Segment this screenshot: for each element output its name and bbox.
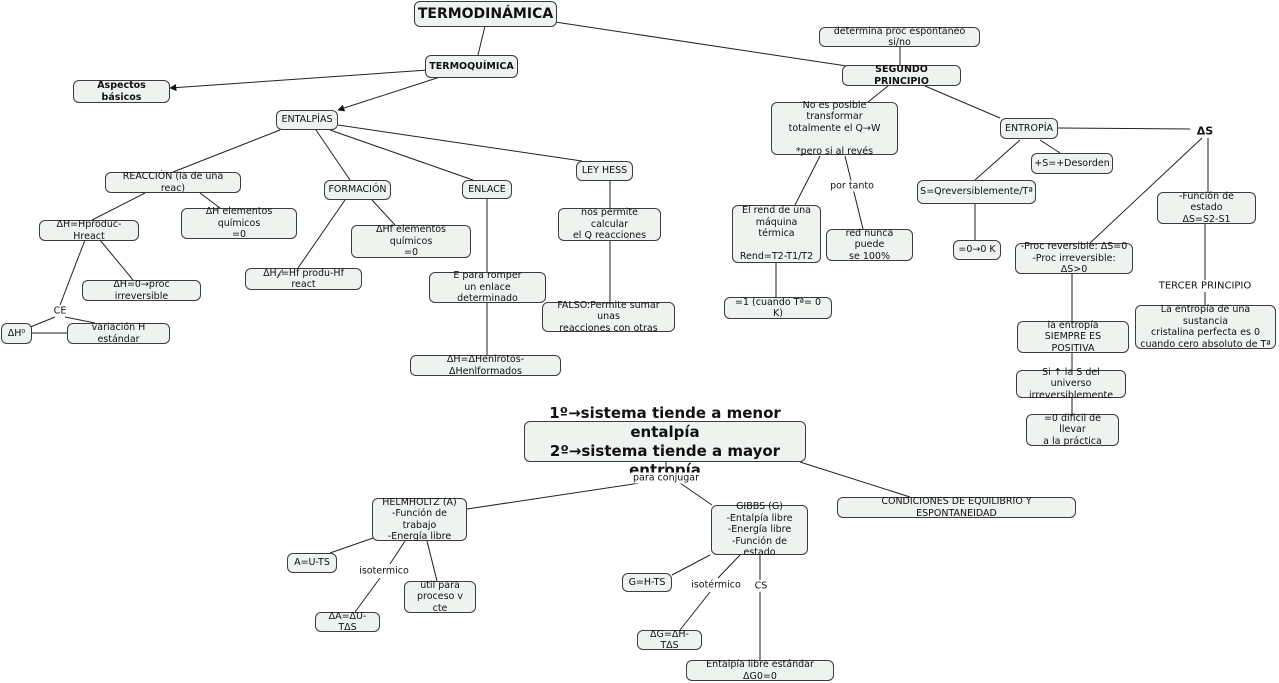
label-por-tanto: por tanto bbox=[828, 180, 876, 192]
node-entropia: ENTROPÍA bbox=[1000, 118, 1058, 139]
label-isotermico-g: isotérmico bbox=[689, 579, 743, 591]
node-dh-elementos: ΔH elementos químicos =0 bbox=[181, 206, 297, 240]
node-variacion-h: variación H estándar bbox=[67, 322, 170, 345]
node-dhf-formula: ΔH𝒻=Hf produ-Hf react bbox=[245, 268, 362, 290]
node-formacion: FORMACIÓN bbox=[324, 180, 391, 200]
node-dh-hproduc: ΔH=Hproduc-Hreact bbox=[39, 219, 139, 242]
node-mas-s: +S=+Desorden bbox=[1031, 153, 1113, 174]
node-termoquimica: TERMOQUÍMICA bbox=[425, 55, 518, 78]
node-entropia-cristalina: La entropía de una sustancia cristalina … bbox=[1135, 304, 1276, 350]
node-e-romper: E para romper un enlace determinado bbox=[429, 270, 546, 304]
label-tercer-principio: TERCER PRINCIPIO bbox=[1156, 280, 1254, 292]
node-rend-maquina: El rend de una máquina térmica Rend=T2-T… bbox=[732, 205, 821, 263]
node-ley-hess: LEY HESS bbox=[576, 161, 633, 181]
node-si-s-universo: Si ↑ la S del universo irreversiblemente bbox=[1016, 367, 1126, 401]
node-igual-0-dificil: =0 dificil de llevar a la práctica bbox=[1026, 413, 1119, 447]
label-delta-s: ΔS bbox=[1194, 124, 1216, 138]
node-dg-dh: ΔG=ΔH-TΔS bbox=[637, 629, 702, 651]
node-segundo-principio: SEGUNDO PRINCIPIO bbox=[842, 64, 961, 87]
node-condiciones: CONDICIONES DE EQUILIBRIO Y ESPONTANEIDA… bbox=[837, 496, 1076, 519]
node-igual-0-0k: =0→0 K bbox=[953, 240, 1001, 260]
node-permite-calcular: nos permite calcular el Q reacciones bbox=[558, 207, 661, 241]
label-cs: CS bbox=[752, 580, 770, 592]
node-igual-1: =1 (cuando Tª= 0 K) bbox=[724, 297, 832, 319]
node-dhf-elementos: ΔHf elementos químicos =0 bbox=[351, 224, 471, 258]
node-proc-rev: -Proc reversible: ΔS=0 -Proc irreversibl… bbox=[1015, 241, 1133, 275]
node-dh0: ΔH⁰ bbox=[1, 323, 32, 344]
node-g-ht-s: G=H-TS bbox=[622, 573, 672, 592]
node-falso-permite: FALSO:Permite sumar unas reacciones con … bbox=[542, 300, 675, 334]
node-dh-cero-proc: ΔH=0→proc irreversible bbox=[82, 279, 201, 302]
node-da-dut: ΔA=ΔU-TΔS bbox=[315, 611, 380, 633]
label-ce: CE bbox=[51, 305, 69, 317]
node-s-qrev: S=Qreversiblemente/Tª bbox=[917, 180, 1036, 204]
label-isotermico-a: isotermico bbox=[357, 565, 411, 577]
node-helmholtz: HELMHOLTZ (A) -Función de trabajo -Energ… bbox=[372, 497, 467, 542]
node-entalpias: ENTALPÍAS bbox=[276, 110, 338, 130]
node-entalpia-libre-std: Entalpía libre estándar ΔG0=0 bbox=[686, 659, 834, 682]
node-termodinamica: TERMODINÁMICA bbox=[414, 1, 557, 27]
node-no-posible: No es posible transformar totalmente el … bbox=[771, 100, 898, 157]
node-reaccion: REACCIÓN (la de una reac) bbox=[105, 171, 241, 194]
node-gibbs: GIBBS (G) -Entalpía libre -Energía libre… bbox=[711, 501, 808, 558]
node-enlace: ENLACE bbox=[462, 180, 512, 199]
node-a-ut-s: A=U-TS bbox=[287, 553, 337, 573]
node-entropia-positiva: la entropía SIEMPRE ES POSITIVA bbox=[1017, 320, 1129, 354]
node-util-para: util para proceso v cte bbox=[404, 580, 476, 614]
label-para-conjugar: para conjugar bbox=[630, 472, 702, 484]
node-red-nunca: red nunca puede se 100% bbox=[826, 228, 913, 262]
node-aspectos-basicos: Aspectos básicos bbox=[73, 80, 170, 103]
node-dh-enlaces: ΔH=ΔHenlrotos-ΔHenlformados bbox=[410, 354, 561, 377]
node-funcion-estado-s: -Función de estado ΔS=S2-S1 bbox=[1157, 191, 1256, 225]
node-determina-proc: determina proc espontaneo si/no bbox=[819, 26, 980, 48]
node-principios: 1º→sistema tiende a menor entalpía 2º→si… bbox=[524, 404, 806, 479]
